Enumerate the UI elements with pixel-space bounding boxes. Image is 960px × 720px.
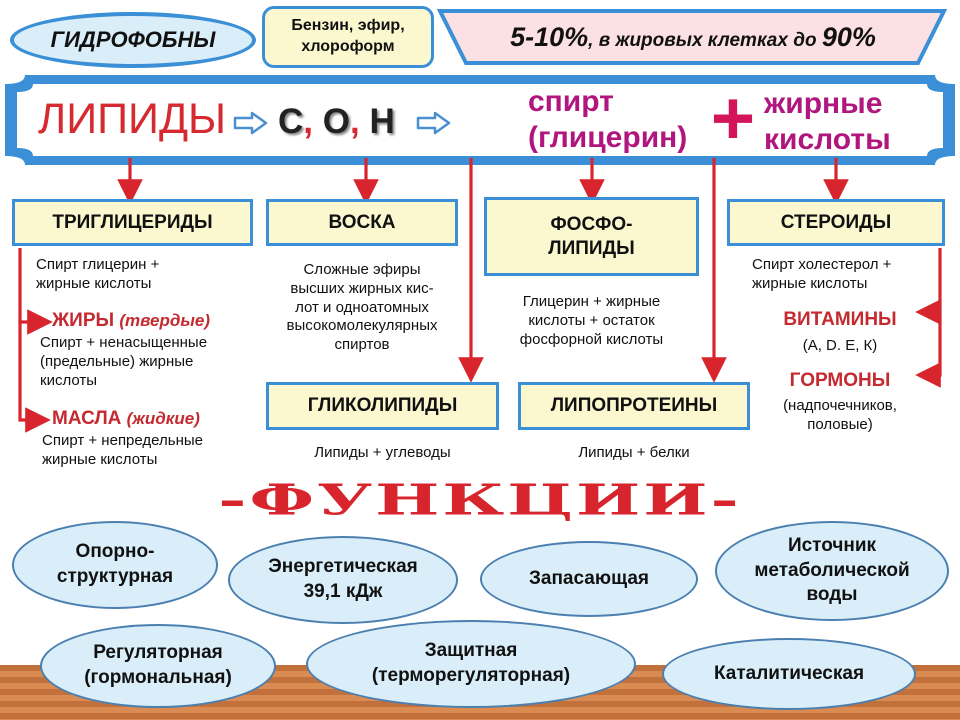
lipids-title: ЛИПИДЫ xyxy=(38,95,227,143)
triglycerides-box: ТРИГЛИЦЕРИДЫ xyxy=(12,199,253,246)
oils-desc: Спирт + непредельные жирные кислоты xyxy=(42,432,203,468)
alcohol-line-2: (глицерин) xyxy=(528,121,688,154)
function-support: Опорно- структурная xyxy=(12,521,218,609)
oils-label: МАСЛА (жидкие) xyxy=(52,408,200,429)
phospholipids-title-2: ЛИПИДЫ xyxy=(548,237,635,259)
function-metabolic-water: Источник метаболической воды xyxy=(715,521,949,621)
function-regulatory: Регуляторная (гормональная) xyxy=(40,624,276,708)
glycolipids-title: ГЛИКОЛИПИДЫ xyxy=(307,395,458,417)
hydrophobic-label: ГИДРОФОБНЫ xyxy=(50,27,216,52)
vitamins-label: ВИТАМИНЫ xyxy=(783,309,897,330)
percent-max: 90% xyxy=(821,21,876,52)
alcohol-glycerol: спирт (глицерин) xyxy=(528,84,687,156)
steroids-desc: Спирт холестерол + жирные кислоты xyxy=(752,256,892,292)
hormones-label: ГОРМОНЫ xyxy=(789,370,891,391)
alcohol-line-1: спирт xyxy=(528,85,614,118)
fatty-acids: жирные кислоты xyxy=(764,86,891,158)
solvents-line-2: хлороформ xyxy=(301,38,395,55)
waxes-title: ВОСКА xyxy=(328,211,396,233)
glycolipids-desc: Липиды + углеводы xyxy=(314,444,451,461)
percent-mid-text: , в жировых клетках до xyxy=(588,29,822,51)
waxes-box: ВОСКА xyxy=(266,199,458,246)
fatty-acids-line-1: жирные xyxy=(764,87,883,120)
triglycerides-title: ТРИГЛИЦЕРИДЫ xyxy=(52,211,213,233)
function-storage: Запасающая xyxy=(480,541,698,617)
fats-label: ЖИРЫ (твердые) xyxy=(52,310,210,331)
element-h: Н xyxy=(369,102,395,141)
triglycerides-desc: Спирт глицерин + жирные кислоты xyxy=(36,256,160,292)
element-o: О xyxy=(322,102,350,141)
functions-heading: -ФУНКЦИИ- xyxy=(218,475,742,525)
function-energy: Энергетическая 39,1 кДж xyxy=(228,536,458,624)
percent-banner-shape xyxy=(436,9,948,65)
arrow-right-icon xyxy=(416,111,451,135)
elements-cOH: С, О, Н xyxy=(278,102,395,141)
glycolipids-box: ГЛИКОЛИПИДЫ xyxy=(266,382,499,430)
phospholipids-box: ФОСФО- ЛИПИДЫ xyxy=(484,197,699,276)
hydrophobic-ellipse: ГИДРОФОБНЫ xyxy=(10,12,256,68)
lipoproteins-box: ЛИПОПРОТЕИНЫ xyxy=(518,382,750,430)
function-catalytic: Каталитическая xyxy=(662,638,916,710)
arrow-right-icon xyxy=(233,111,268,135)
steroids-title: СТЕРОИДЫ xyxy=(780,211,892,233)
lipids-banner-frame xyxy=(5,75,955,165)
percent-banner: 5-10%, в жировых клетках до 90% xyxy=(450,8,936,66)
element-c: С xyxy=(278,102,304,141)
lipoproteins-title: ЛИПОПРОТЕИНЫ xyxy=(550,395,718,417)
fats-desc: Спирт + ненасыщенные (предельные) жирные… xyxy=(40,334,208,389)
percent-range: 5-10% xyxy=(510,21,589,52)
steroids-box: СТЕРОИДЫ xyxy=(727,199,945,246)
phospholipids-title-1: ФОСФО- xyxy=(550,213,633,235)
solvents-line-1: Бензин, эфир, xyxy=(291,17,405,35)
function-protective: Защитная (терморегуляторная) xyxy=(306,620,636,708)
waxes-desc: Сложные эфиры высших жирных кис- лот и о… xyxy=(286,261,438,353)
fatty-acids-line-2: кислоты xyxy=(764,123,891,156)
solvents-box: Бензин, эфир, хлороформ xyxy=(262,6,434,68)
hormones-desc: (надпочечников, половые) xyxy=(783,397,897,433)
vitamins-list: (А, D. Е, К) xyxy=(802,337,878,354)
phospholipids-desc: Глицерин + жирные кислоты + остаток фосф… xyxy=(519,293,664,348)
plus-sign: + xyxy=(710,76,756,161)
lipoproteins-desc: Липиды + белки xyxy=(578,444,690,461)
